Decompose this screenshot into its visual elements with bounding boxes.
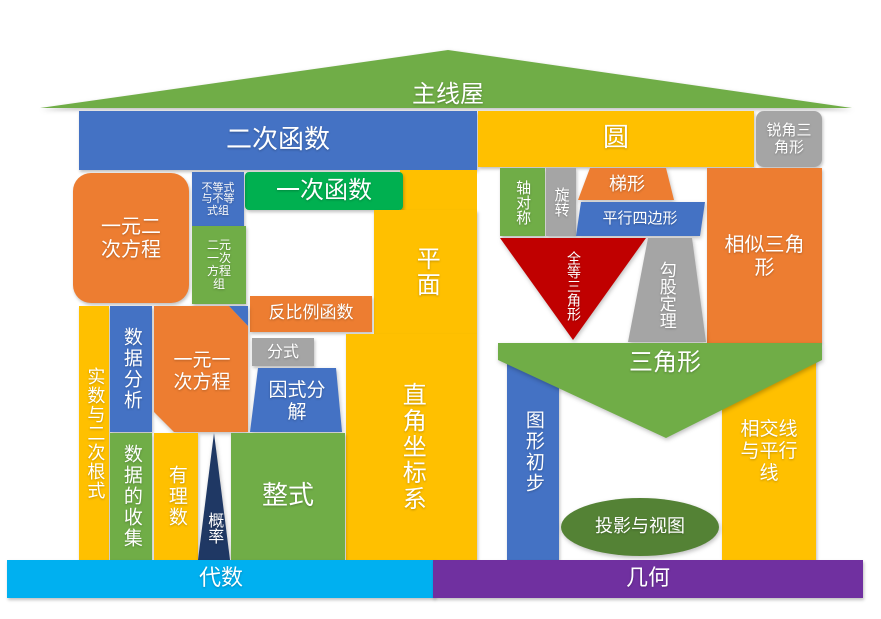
rotation-block: 旋转 bbox=[546, 168, 576, 236]
data-collection-block: 数据的收集 bbox=[110, 433, 152, 560]
geometry-base: 几何 bbox=[433, 560, 863, 598]
acute-triangle-block: 锐角三角形 bbox=[756, 111, 822, 167]
linear-function-block: 一次函数 bbox=[245, 172, 403, 210]
data-collection-label: 数据的收集 bbox=[120, 444, 143, 549]
real-numbers-block: 实数与二次根式 bbox=[79, 306, 109, 560]
congruent-triangles-text: 全等三角形 bbox=[565, 251, 582, 321]
probability-text: 概率 bbox=[205, 512, 225, 544]
axial-symmetry-label: 轴对称 bbox=[514, 179, 533, 225]
plane-block: 平面 bbox=[374, 210, 477, 334]
congruent-triangles-label: 全等三角形 bbox=[560, 240, 586, 332]
linear-equation-label: 一元一次方程 bbox=[173, 349, 231, 393]
triangle-label: 三角形 bbox=[629, 348, 701, 377]
roof-label: 主线屋 bbox=[412, 80, 484, 109]
plane-label: 平面 bbox=[412, 246, 441, 298]
fraction-block: 分式 bbox=[252, 338, 314, 366]
projection-view-label: 投影与视图 bbox=[595, 515, 685, 537]
pythagorean-label: 勾股定理 bbox=[650, 250, 680, 340]
cartesian-coords-block: 直角坐标系 bbox=[346, 334, 477, 560]
plane-strip bbox=[400, 170, 477, 210]
pythagorean-text: 勾股定理 bbox=[655, 261, 676, 329]
inverse-proportion-block: 反比例函数 bbox=[250, 296, 372, 332]
binary-linear-system-block: 二元一次方程组 bbox=[192, 226, 246, 304]
axial-symmetry-block: 轴对称 bbox=[500, 168, 545, 236]
cartesian-coords-label: 直角坐标系 bbox=[398, 382, 427, 512]
parallelogram-label: 平行四边形 bbox=[602, 209, 678, 228]
similar-triangles-block: 相似三角形 bbox=[707, 168, 822, 343]
quadratic-function-block: 二次函数 bbox=[79, 111, 477, 170]
figure-basics-label: 图形初步 bbox=[522, 410, 545, 494]
inequalities-block: 不等式与不等式组 bbox=[192, 172, 244, 226]
factorization-label: 因式分解 bbox=[268, 379, 326, 423]
data-analysis-label: 数据分析 bbox=[120, 327, 143, 411]
integral-expression-block: 整式 bbox=[231, 433, 345, 560]
quadratic-equation-block: 一元二次方程 bbox=[73, 173, 189, 303]
rational-numbers-block: 有理数 bbox=[154, 433, 198, 560]
algebra-base: 代数 bbox=[7, 560, 435, 598]
real-numbers-label: 实数与二次根式 bbox=[84, 366, 106, 500]
trapezoid-label: 梯形 bbox=[609, 173, 645, 195]
circle-block: 圆 bbox=[478, 111, 754, 167]
rotation-label: 旋转 bbox=[552, 187, 571, 217]
data-analysis-block: 数据分析 bbox=[110, 306, 152, 432]
probability-label: 概率 bbox=[198, 500, 230, 556]
rational-numbers-label: 有理数 bbox=[165, 465, 188, 528]
